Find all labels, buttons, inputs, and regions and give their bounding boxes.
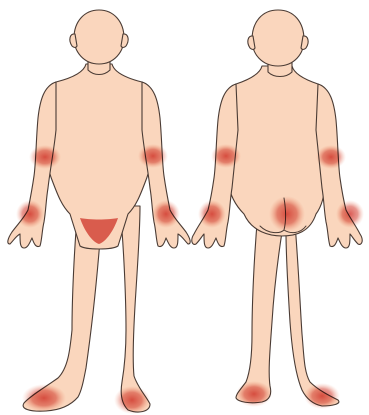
back-head	[252, 10, 304, 66]
front-figure	[8, 10, 190, 414]
front-wrist-left-spot	[16, 200, 44, 228]
front-foot-left-spot	[22, 384, 66, 412]
front-wrist-right-spot	[152, 200, 180, 228]
back-buttocks-spot	[269, 196, 305, 232]
back-leg-left	[236, 212, 282, 403]
front-leg-right	[120, 206, 150, 412]
front-upper-arm-right-spot	[138, 144, 168, 168]
back-heel-right-spot	[304, 383, 340, 409]
back-heel-left-spot	[236, 381, 272, 407]
back-figure	[192, 10, 364, 409]
back-upper-arm-right-spot	[316, 145, 346, 169]
back-upper-arm-left-spot	[211, 144, 241, 168]
front-head	[74, 10, 124, 64]
back-wrist-left-spot	[198, 200, 226, 228]
front-foot-right-spot	[114, 386, 150, 414]
back-wrist-right-spot	[336, 200, 364, 228]
front-upper-arm-left-spot	[29, 145, 61, 169]
